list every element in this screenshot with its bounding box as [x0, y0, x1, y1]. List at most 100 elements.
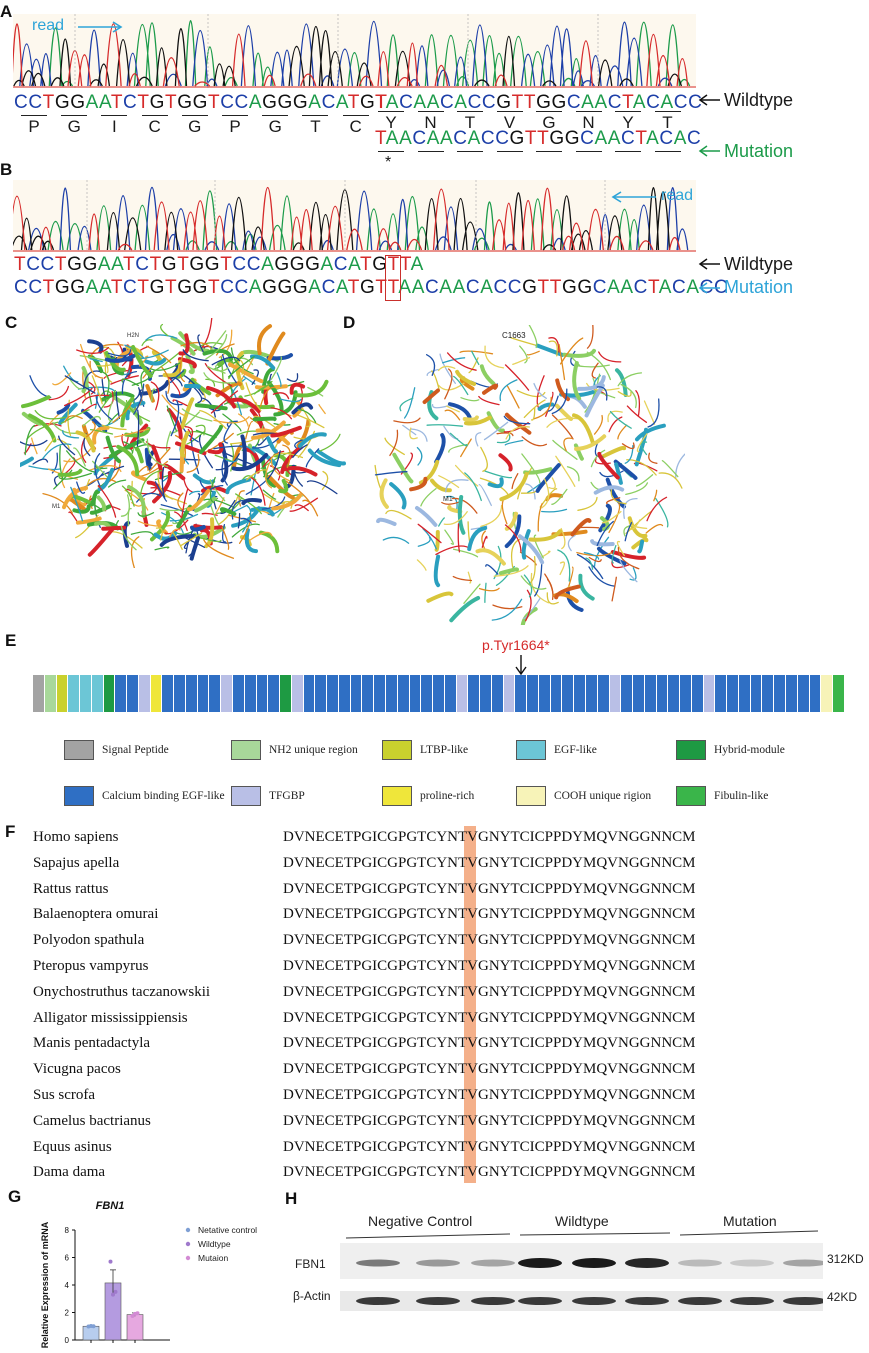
ribbon-segment [442, 357, 466, 364]
ribbon-segment [221, 526, 230, 550]
legend-item: Calcium binding EGF-like [64, 786, 225, 806]
ribbon-segment [534, 564, 543, 597]
ribbon-segment [605, 477, 626, 509]
ribbon-segment [519, 345, 528, 364]
domain-bar [33, 675, 845, 712]
legend-label: Fibulin-like [714, 790, 769, 802]
ribbon-segment [610, 486, 627, 505]
ribbon-segment [270, 356, 283, 380]
ribbon-segment [206, 365, 229, 372]
amino-acid: C [349, 117, 362, 136]
ribbon-segment [559, 337, 584, 365]
ribbon-segment [146, 438, 169, 468]
ribbon-segment [82, 394, 110, 404]
domain-segment [385, 675, 398, 712]
ribbon-segment [169, 370, 185, 384]
wildtype-arrow-a-icon [698, 94, 720, 106]
ribbon-segment [209, 476, 216, 504]
ribbon-segment [577, 375, 606, 391]
size-label-312kd: 312KD [827, 1252, 864, 1266]
domain-segment [162, 675, 175, 712]
ribbon-segment [467, 571, 472, 584]
ribbon-segment [34, 409, 66, 420]
ribbon-segment [645, 523, 664, 534]
ribbon-segment [107, 479, 127, 488]
ribbon-segment [593, 485, 625, 495]
ribbon-segment [459, 350, 494, 355]
amino-acid: T [662, 113, 673, 132]
ribbon-segment [492, 604, 523, 610]
species-name: Rattus rattus [33, 880, 109, 897]
legend-swatch [231, 740, 261, 760]
codon-underline [615, 111, 641, 113]
ribbon-segment [133, 383, 145, 415]
ribbon-segment [298, 432, 327, 449]
ribbon-segment [261, 496, 286, 510]
ribbon-segment [558, 344, 566, 381]
trace-peak [13, 26, 683, 87]
chart-title: FBN1 [96, 1200, 125, 1212]
legend-item: NH2 unique region [231, 740, 358, 760]
data-point [113, 1289, 118, 1294]
ribbon-segment [646, 496, 668, 522]
ribbon-segment [566, 466, 580, 482]
ribbon-segment [130, 531, 155, 538]
ribbon-segment [235, 493, 262, 515]
ribbon-segment [520, 575, 547, 590]
legend-label: Netative control [198, 1225, 257, 1235]
panel-label-g: G [8, 1187, 22, 1206]
ribbon-segment [629, 567, 637, 581]
ribbon-segment [131, 345, 153, 378]
ribbon-segment [563, 437, 573, 452]
species-sequence: DVNECETPGICGPGTCYNTVGNYTCICPPDYMQVNGGNNC… [283, 1087, 696, 1103]
actin-band [572, 1297, 616, 1305]
ribbon-segment [182, 349, 209, 362]
mutation-label-b: Mutation [724, 277, 794, 297]
ribbon-segment [230, 443, 235, 472]
species-name: Pteropus vampyrus [33, 958, 149, 974]
ribbon-segment [215, 343, 235, 356]
ribbon-segment [546, 578, 554, 595]
chromatogram-a-trace [11, 14, 696, 88]
codon-underline [457, 111, 483, 113]
ribbon-segment [229, 438, 254, 445]
ribbon-segment [76, 346, 110, 354]
ribbon-segment [555, 455, 576, 487]
m1-label-c: M1 [52, 504, 61, 510]
ribbon-segment [523, 399, 546, 419]
ribbon-segment [478, 395, 500, 406]
actin-band [416, 1297, 460, 1305]
ribbon-segment [433, 554, 441, 588]
ribbon-segment [636, 433, 648, 453]
legend-item: proline-rich [382, 786, 474, 806]
ribbon-segment [112, 402, 132, 423]
ribbon-segment [189, 536, 200, 561]
ribbon-segment [493, 565, 529, 577]
ribbon-segment [416, 559, 427, 571]
amino-acid: V [503, 113, 516, 132]
ribbon-segment [481, 530, 486, 551]
domain-segment [268, 675, 281, 712]
ribbon-segment [449, 596, 481, 623]
domain-segment [233, 675, 245, 712]
ribbon-segment [635, 423, 666, 442]
ribbon-segment [294, 438, 304, 450]
domain-segment [256, 675, 269, 712]
ribbon-segment [201, 512, 218, 516]
y-axis-label: Relative Expression of mRNA [40, 1221, 50, 1348]
ribbon-segment [87, 339, 104, 354]
ribbon-segment [129, 480, 133, 501]
ribbon-segment [617, 424, 628, 440]
ribbon-segment [161, 512, 184, 534]
species-sequence: DVNECETPGICGPGTCYNTVGNYTCICPPDYMQVNGGNNC… [283, 906, 696, 923]
ribbon-segment [107, 349, 132, 357]
ribbon-segment [586, 325, 594, 349]
legend-label: TFGBP [269, 790, 305, 802]
ribbon-segment [451, 497, 478, 514]
ribbon-segment [382, 536, 410, 544]
ribbon-segment [167, 408, 183, 440]
domain-segment [585, 675, 598, 712]
ribbon-segment [525, 483, 536, 500]
ribbon-segment [528, 556, 536, 584]
ribbon-segment [183, 479, 193, 493]
